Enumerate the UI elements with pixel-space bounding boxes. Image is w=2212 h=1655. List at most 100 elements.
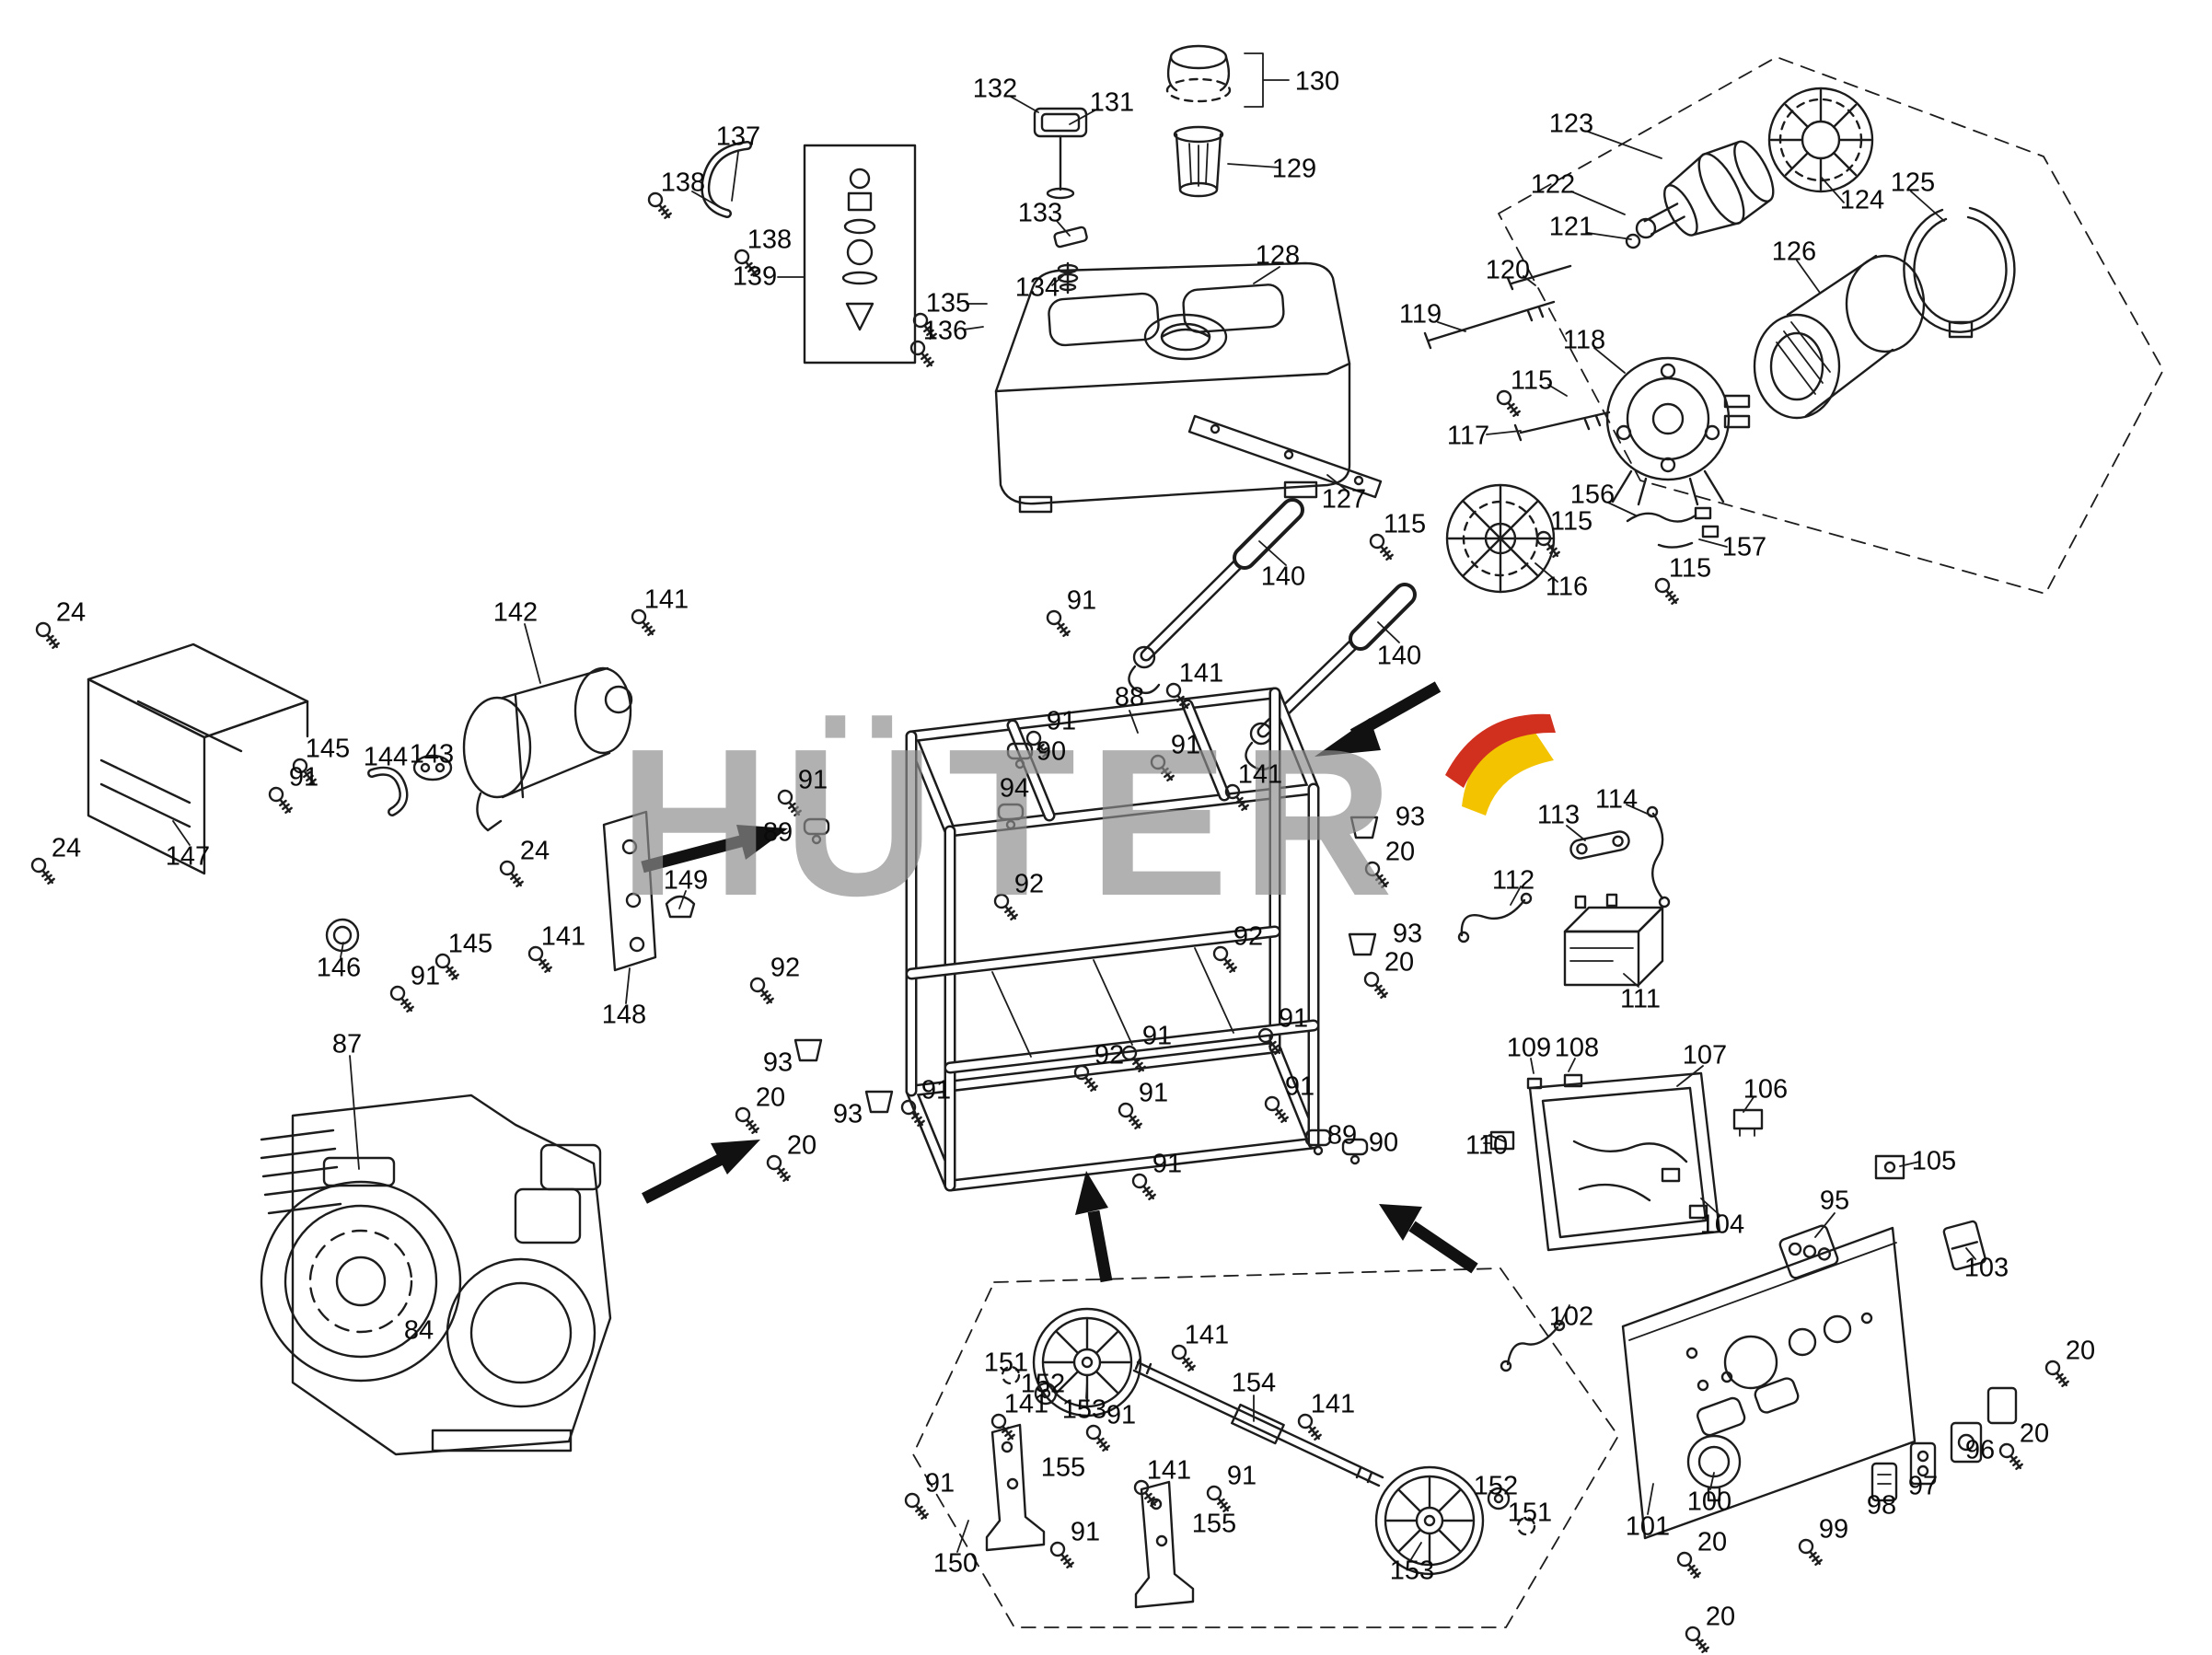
- wheel-drawing-1: [1032, 1307, 1142, 1418]
- socket-97-drawing: [1909, 1441, 1937, 1486]
- bolt-119-drawing: [1423, 300, 1556, 350]
- fastener-icon: [628, 606, 659, 640]
- fastener-icon: [32, 619, 64, 653]
- fastener-icon: [496, 857, 527, 891]
- battery-drawing: [1563, 893, 1664, 987]
- fastener-icon: [990, 890, 1022, 924]
- fastener-icon: [1673, 1548, 1705, 1582]
- clip-133-drawing: [1053, 226, 1088, 295]
- fastener-icon: [1203, 1482, 1234, 1516]
- fastener-icon: [2042, 1357, 2073, 1391]
- fastener-icon: [1129, 1170, 1160, 1204]
- fastener-icon: [901, 1489, 932, 1523]
- direction-arrow-5: [1379, 1204, 1478, 1274]
- fastener-icon: [1147, 751, 1178, 785]
- fastener-icon: [1651, 574, 1683, 608]
- bolt-117-drawing: [1513, 411, 1611, 442]
- fastener-icon: [387, 982, 418, 1016]
- fuel-hose-drawing: [701, 141, 752, 218]
- fuel-tank-drawing: [994, 261, 1351, 514]
- handle-drawing-1: [1128, 498, 1304, 695]
- strap-113-drawing: [1569, 830, 1630, 860]
- fastener-icon: [1047, 1538, 1078, 1572]
- fan-grille-drawing: [1445, 483, 1556, 594]
- alternator-boundary: [1498, 56, 2164, 595]
- fastener-icon: [1493, 387, 1524, 421]
- fastener-icon: [1210, 943, 1241, 977]
- fastener-icon: [731, 246, 762, 280]
- bracket-95-drawing: [1778, 1224, 1839, 1279]
- direction-arrow-2: [1314, 681, 1442, 757]
- direction-arrow-4: [1075, 1171, 1113, 1283]
- switch-103-drawing: [1942, 1220, 1986, 1271]
- fastener-icon: [907, 337, 938, 371]
- air-filter-parts-drawing: [325, 754, 453, 953]
- leader-lines: [172, 96, 1976, 1560]
- direction-arrow-3: [642, 1140, 760, 1204]
- fuel-strainer-drawing: [1173, 125, 1224, 198]
- switch-extra-drawing: [1986, 1386, 2018, 1425]
- fastener-icon: [747, 974, 778, 1008]
- muffler-drawing: [462, 666, 633, 832]
- wire-102-drawing: [1500, 1319, 1566, 1372]
- fastener-icon: [1682, 1623, 1713, 1655]
- fastener-icon: [265, 783, 296, 817]
- bracket-line-130: [1244, 52, 1290, 108]
- wire-112-drawing: [1457, 892, 1533, 943]
- plug-110-drawing: [1483, 1130, 1515, 1151]
- fastener-icon: [1130, 1476, 1162, 1510]
- wire-harness-drawing: [1626, 506, 1720, 549]
- leg-bracket-drawing-1: [985, 1423, 1046, 1552]
- fastener-icon: [1361, 968, 1392, 1002]
- fastener-icon: [763, 1152, 794, 1186]
- fastener-icon: [774, 786, 805, 820]
- relay-106-drawing: [1732, 1108, 1764, 1137]
- wheel-drawing-2: [1374, 1465, 1485, 1576]
- fastener-icon: [1361, 858, 1393, 892]
- fastener-icon: [732, 1104, 763, 1138]
- clip-151-drawing: [1001, 1365, 1536, 1536]
- wire-114-drawing: [1646, 805, 1671, 909]
- fuel-gauge-drawing: [1033, 107, 1088, 200]
- fastener-icon: [1795, 1535, 1826, 1569]
- support-rail-drawing: [1187, 414, 1383, 499]
- fastener-icon: [289, 755, 320, 789]
- control-panel-drawing: [1621, 1226, 1917, 1540]
- socket-96-drawing: [1950, 1421, 1983, 1464]
- fastener-icon: [644, 189, 676, 223]
- fastener-icon: [1115, 1099, 1146, 1133]
- fastener-icon: [1366, 530, 1397, 564]
- fastener-icon: [1533, 527, 1564, 561]
- clamp-149-drawing: [665, 895, 696, 919]
- fastener-icon: [1083, 1421, 1114, 1455]
- fastener-icon: [1996, 1440, 2027, 1474]
- rotor-drawing: [1625, 140, 1775, 249]
- bolt-120-drawing: [1506, 264, 1572, 291]
- breaker-98-drawing: [1870, 1462, 1898, 1502]
- fastener-icon: [1261, 1093, 1292, 1127]
- handle-drawing-2: [1245, 583, 1417, 771]
- oil-plug-100-drawing: [1686, 1434, 1742, 1502]
- wheel-kit-boundary: [912, 1267, 1619, 1628]
- fuel-cap-drawing: [1165, 44, 1232, 103]
- band-clamp-drawing: [1903, 206, 2016, 339]
- control-box-drawing: [1526, 1071, 1721, 1252]
- fuel-valve-assembly-drawing: [803, 144, 917, 365]
- bracket-148-drawing: [602, 810, 657, 972]
- fastener-icon: [28, 854, 59, 888]
- direction-arrow-1: [641, 825, 788, 874]
- axle-drawing: [1132, 1358, 1384, 1487]
- fan-drawing: [1767, 87, 1874, 193]
- fastener-icon: [525, 943, 556, 977]
- stator-drawing: [1753, 254, 1926, 420]
- engine-drawing: [260, 1094, 612, 1456]
- leg-bracket-drawing-2: [1134, 1480, 1195, 1609]
- relay-105-drawing: [1874, 1154, 1905, 1180]
- end-bracket-drawing: [1605, 356, 1751, 506]
- cap-152-drawing: [1034, 1382, 1511, 1510]
- fastener-icon: [432, 950, 463, 984]
- fastener-icon: [1043, 607, 1074, 641]
- side-cover-drawing: [87, 642, 309, 875]
